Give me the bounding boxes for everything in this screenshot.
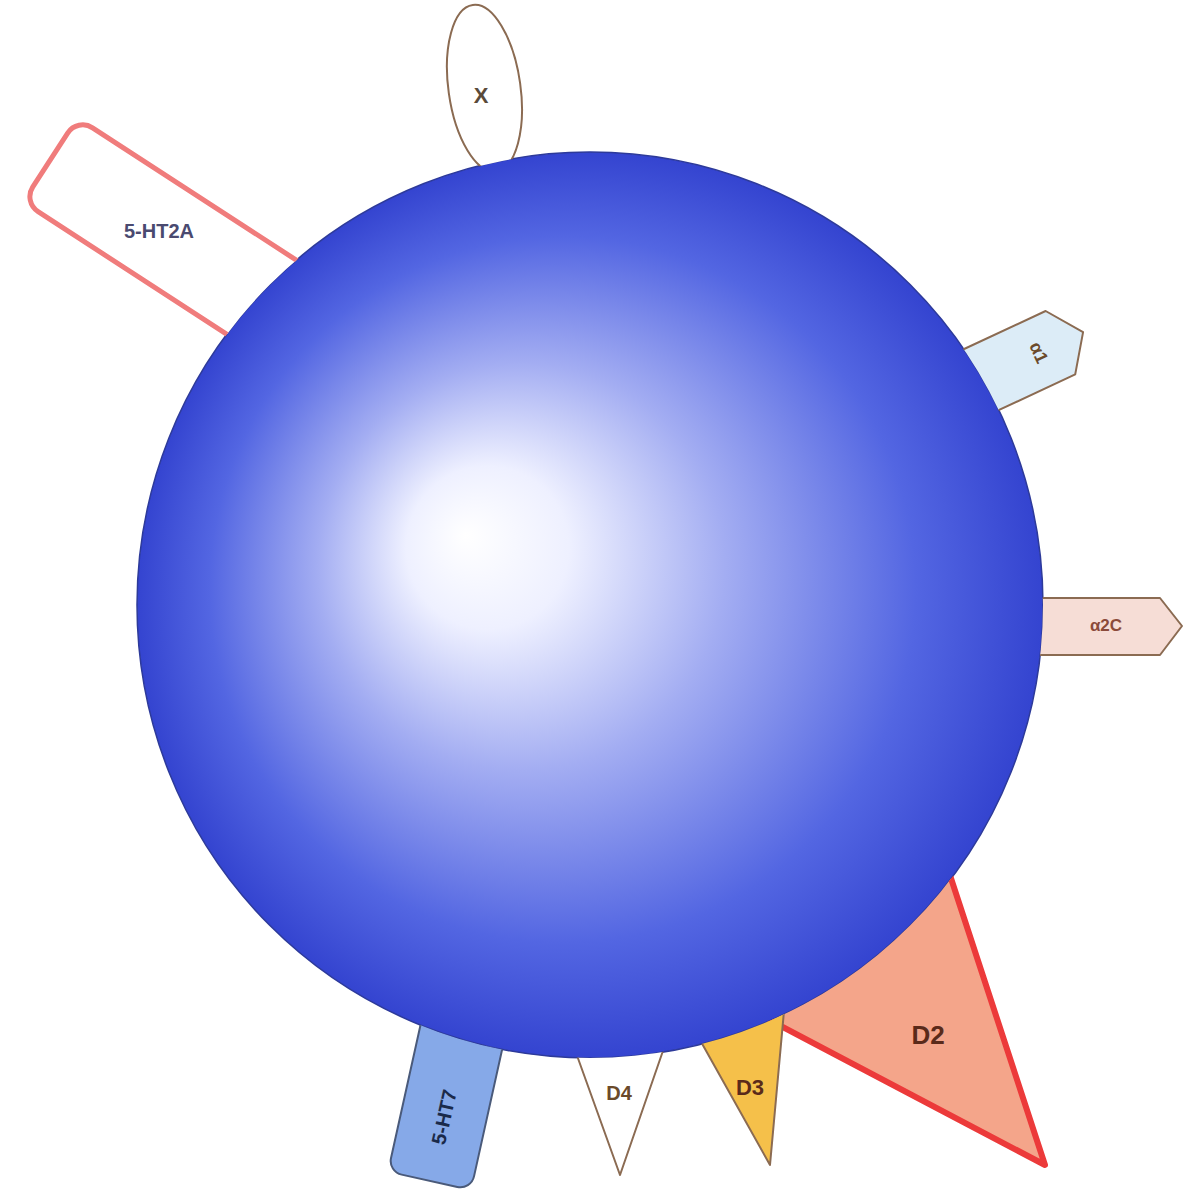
receptor-label: D2 (911, 1021, 944, 1050)
receptor-shape: D2 (752, 852, 1053, 1173)
receptor-outline-shape (955, 300, 1098, 416)
receptor-outline (947, 303, 1091, 425)
receptor-label: X (474, 84, 489, 108)
receptor-shape: 5-HT7 (380, 983, 519, 1198)
receptor-label: D4 (606, 1082, 632, 1104)
receptor-label: α2C (1090, 617, 1122, 636)
receptor-outline (567, 1037, 673, 1183)
receptor-outline-shape (388, 991, 511, 1190)
receptor-shape: D4 (567, 1037, 673, 1183)
receptor-outline (752, 852, 1053, 1173)
receptor-outline-shape (700, 1000, 785, 1165)
receptor-shape: 5-HT2A (15, 110, 362, 390)
receptor-label: 5-HT2A (124, 220, 194, 242)
receptor-shape: α2C (1022, 590, 1190, 663)
receptor-shape: D3 (692, 992, 793, 1173)
receptor-shape: X (439, 0, 530, 179)
sphere-body (137, 152, 1043, 1058)
receptor-outline-shape (760, 860, 1045, 1165)
receptor-shape: α1 (947, 303, 1091, 425)
receptor-outline-shape (575, 1045, 665, 1175)
receptor-outline-shape (1030, 598, 1182, 655)
receptor-outline-shape (23, 118, 354, 382)
receptor-outline-shape (437, 0, 532, 176)
receptor-label: D3 (736, 1076, 764, 1100)
receptor-outline (15, 110, 362, 390)
